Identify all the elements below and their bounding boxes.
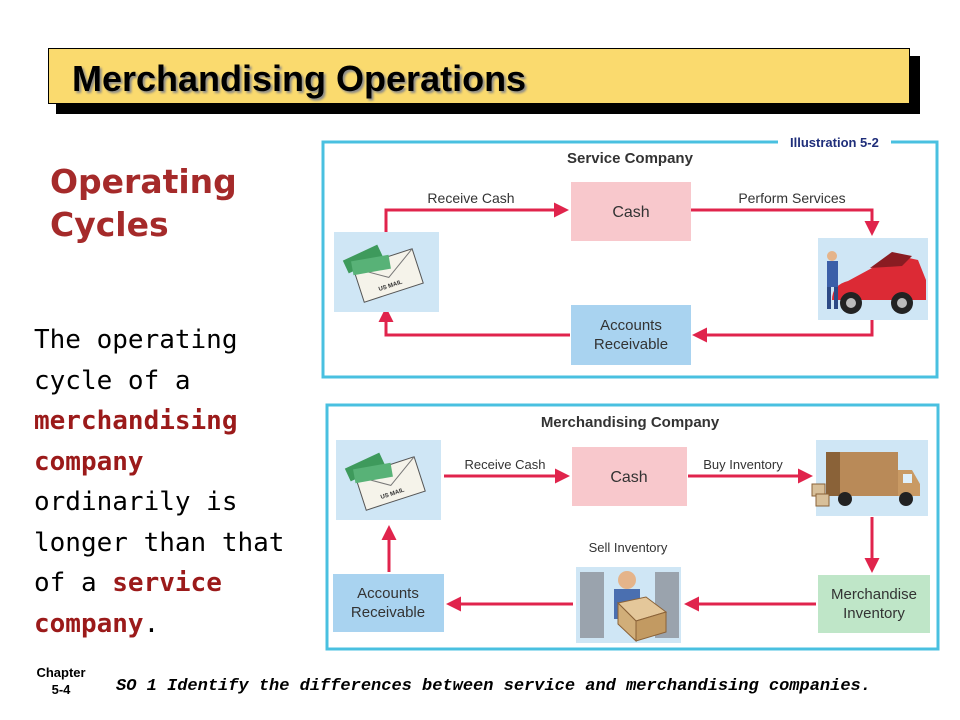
label-receive-cash-merch: Receive Cash	[465, 457, 546, 472]
ar-label-service-2: Receivable	[594, 336, 668, 353]
ar-label-service-1: Accounts	[600, 317, 662, 334]
label-buy-inventory: Buy Inventory	[703, 457, 783, 472]
envelope-money-icon-service: US MAIL	[334, 232, 439, 312]
body-text-1: The operating cycle of a	[34, 325, 238, 396]
cash-label-merch: Cash	[610, 469, 647, 486]
arrow-to-ar-service	[692, 320, 874, 343]
merchandising-company-title: Merchandising Company	[541, 414, 720, 431]
study-objective-footer: SO 1 Identify the differences between se…	[116, 677, 871, 696]
cash-box-merch	[572, 447, 687, 506]
body-text-2: ordinarily is longer than that of a	[34, 487, 285, 598]
delivery-truck-icon	[811, 440, 928, 516]
label-receive-cash-service: Receive Cash	[427, 190, 514, 206]
ar-label-merch-2: Receivable	[351, 604, 425, 621]
ar-box-service	[571, 305, 691, 365]
inventory-box-merch	[818, 575, 930, 633]
label-sell-inventory: Sell Inventory	[589, 540, 668, 555]
inventory-label-2: Inventory	[843, 605, 905, 622]
label-perform-services: Perform Services	[738, 190, 845, 206]
body-paragraph: The operating cycle of a merchandising c…	[34, 320, 309, 644]
chapter-word: Chapter	[36, 665, 86, 680]
ar-box-merch	[333, 574, 444, 632]
chapter-number: 5-4	[51, 682, 71, 697]
arrow-ar-to-client-service	[378, 307, 570, 337]
heading-line-1: Operating	[50, 162, 237, 201]
cash-box-service	[571, 182, 691, 241]
service-company-title: Service Company	[567, 150, 694, 167]
chapter-label: Chapter 5-4	[26, 664, 96, 698]
highlight-service-company: service company	[34, 568, 222, 639]
envelope-money-icon-merch: US MAIL	[336, 440, 441, 520]
inventory-label-1: Merchandise	[831, 586, 917, 603]
ar-label-merch-1: Accounts	[357, 585, 419, 602]
warehouse-worker-icon	[576, 567, 681, 643]
arrow-perform-services	[691, 208, 880, 236]
highlight-merchandising-company: merchandising company	[34, 406, 238, 477]
slide-title: Merchandising Operations	[72, 58, 527, 99]
cash-label-service: Cash	[612, 204, 649, 221]
arrow-receive-cash-service	[384, 202, 569, 233]
illustration-label: Illustration 5-2	[778, 135, 891, 150]
section-heading: Operating Cycles	[50, 160, 310, 246]
body-text-3: .	[143, 608, 160, 639]
heading-line-2: Cycles	[50, 205, 169, 244]
mechanic-car-icon	[818, 238, 928, 320]
title-bar	[48, 48, 910, 104]
